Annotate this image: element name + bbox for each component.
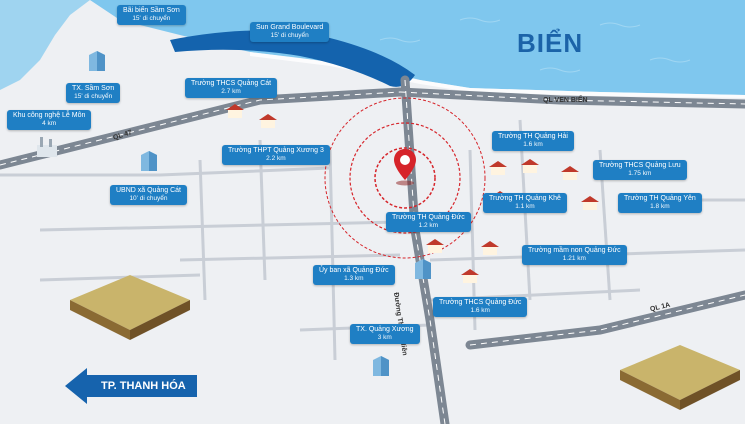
school-house-icon — [480, 240, 500, 256]
factory-icon — [35, 135, 59, 159]
school-house-icon — [488, 160, 508, 176]
school-house-icon — [560, 165, 580, 181]
school-house-icon — [425, 238, 445, 254]
direction-label: TP. THANH HÓA — [101, 380, 186, 392]
school-house-icon — [460, 268, 480, 284]
school-house-icon — [258, 113, 278, 129]
building-icon — [140, 150, 158, 172]
location-pin-icon[interactable] — [393, 148, 417, 191]
building-icon — [372, 355, 390, 377]
road-label-ql-ven-bien: QL VEN BIỂN — [543, 97, 588, 104]
school-house-icon — [580, 195, 600, 211]
school-house-icon — [520, 158, 540, 174]
building-icon — [414, 258, 432, 280]
sea-label: BIỂN — [517, 28, 584, 58]
arrow-left-icon[interactable] — [65, 368, 197, 404]
building-icon — [88, 50, 106, 72]
school-house-icon — [225, 103, 245, 119]
